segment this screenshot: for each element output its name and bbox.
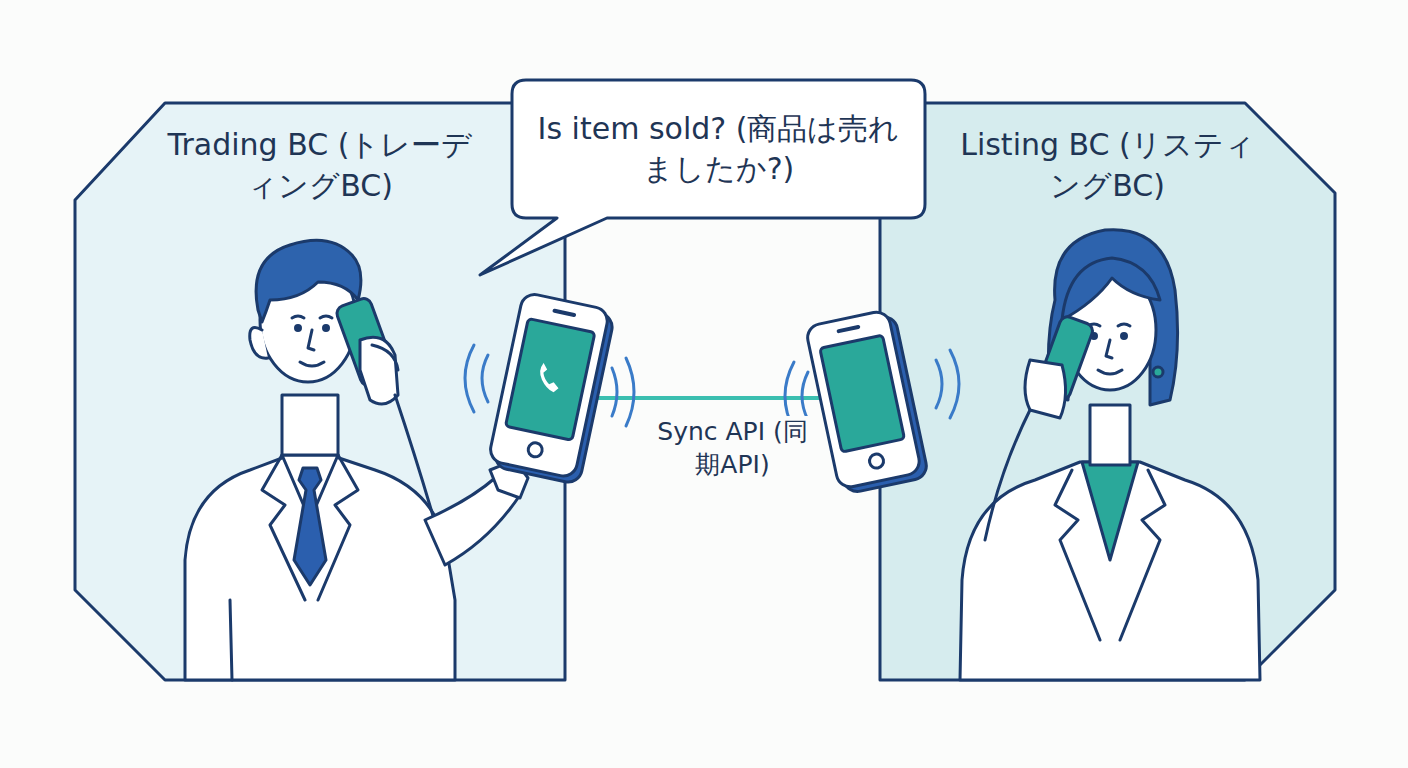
- speech-bubble: Is item sold? (商品は売れましたか?): [512, 80, 925, 218]
- edge-label: Sync API (同期API): [644, 416, 822, 481]
- shape-outline: [512, 80, 925, 218]
- bubble-text: Is item sold? (商品は売れましたか?): [534, 109, 904, 190]
- phone-right: [805, 308, 929, 495]
- woman-figure: [960, 230, 1260, 680]
- panel-title: Listing BC (リスティングBC): [958, 125, 1258, 206]
- panel-title: Trading BC (トレーディングBC): [160, 125, 480, 206]
- phone-left: [487, 292, 616, 485]
- man-figure: [185, 240, 528, 680]
